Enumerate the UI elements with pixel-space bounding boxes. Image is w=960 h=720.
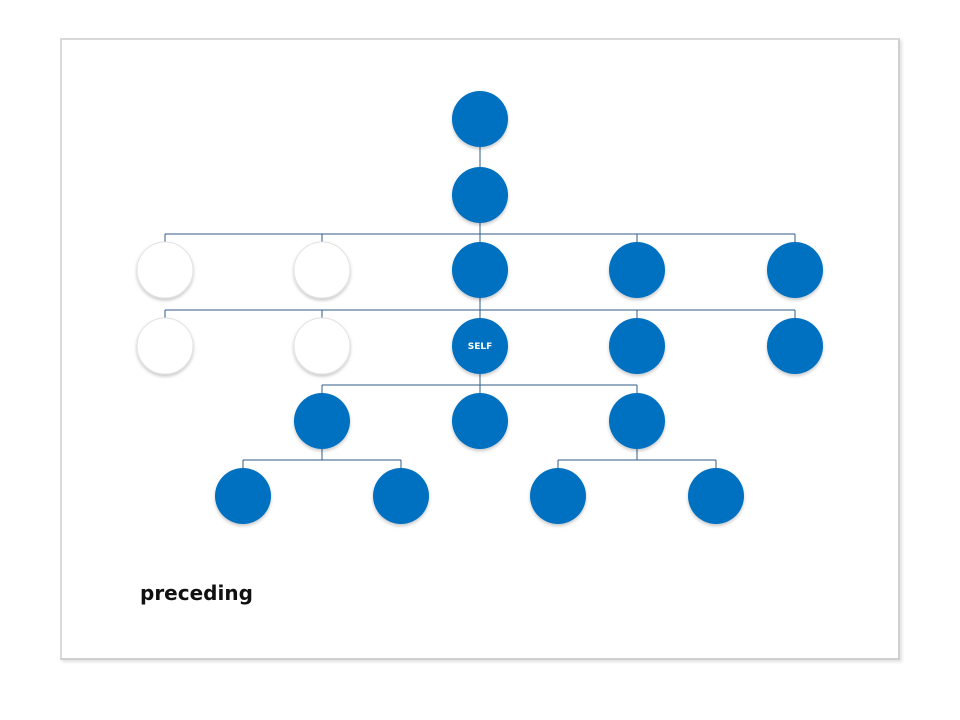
node-circle-grandchild-c1 [530,468,586,524]
node-child-a [294,393,350,449]
node-circle-grandchild-a2 [373,468,429,524]
node-circle-grandchild-a1 [215,468,271,524]
node-grandchild-a2 [373,468,429,524]
node-ancestor-2 [452,91,508,147]
node-level3-b [293,241,351,299]
node-circle-sibling-a [136,317,194,375]
node-label-self: SELF [468,342,493,352]
node-circle-ancestor-2 [452,91,508,147]
node-circle-self [452,318,508,374]
node-circle-level3-d [609,242,665,298]
node-self: SELF [452,318,508,374]
edges-layer [164,147,796,468]
node-child-b [452,393,508,449]
nodes-layer: SELF [136,91,823,524]
node-circle-level3-e [767,242,823,298]
diagram-caption: preceding [140,581,253,605]
node-level3-d [609,242,665,298]
node-circle-parent [452,242,508,298]
node-grandchild-c2 [688,468,744,524]
node-ancestor-1 [452,167,508,223]
node-circle-child-a [294,393,350,449]
node-circle-child-c [609,393,665,449]
node-sibling-a [136,317,194,375]
node-circle-ancestor-1 [452,167,508,223]
node-sibling-b [293,317,351,375]
node-grandchild-c1 [530,468,586,524]
node-grandchild-a1 [215,468,271,524]
node-circle-level3-b [293,241,351,299]
node-level3-a [136,241,194,299]
node-child-c [609,393,665,449]
node-circle-level3-a [136,241,194,299]
node-circle-sibling-b [293,317,351,375]
node-parent [452,242,508,298]
node-circle-sibling-d [609,318,665,374]
node-circle-grandchild-c2 [688,468,744,524]
node-circle-sibling-e [767,318,823,374]
node-level3-e [767,242,823,298]
node-sibling-d [609,318,665,374]
node-sibling-e [767,318,823,374]
node-circle-child-b [452,393,508,449]
